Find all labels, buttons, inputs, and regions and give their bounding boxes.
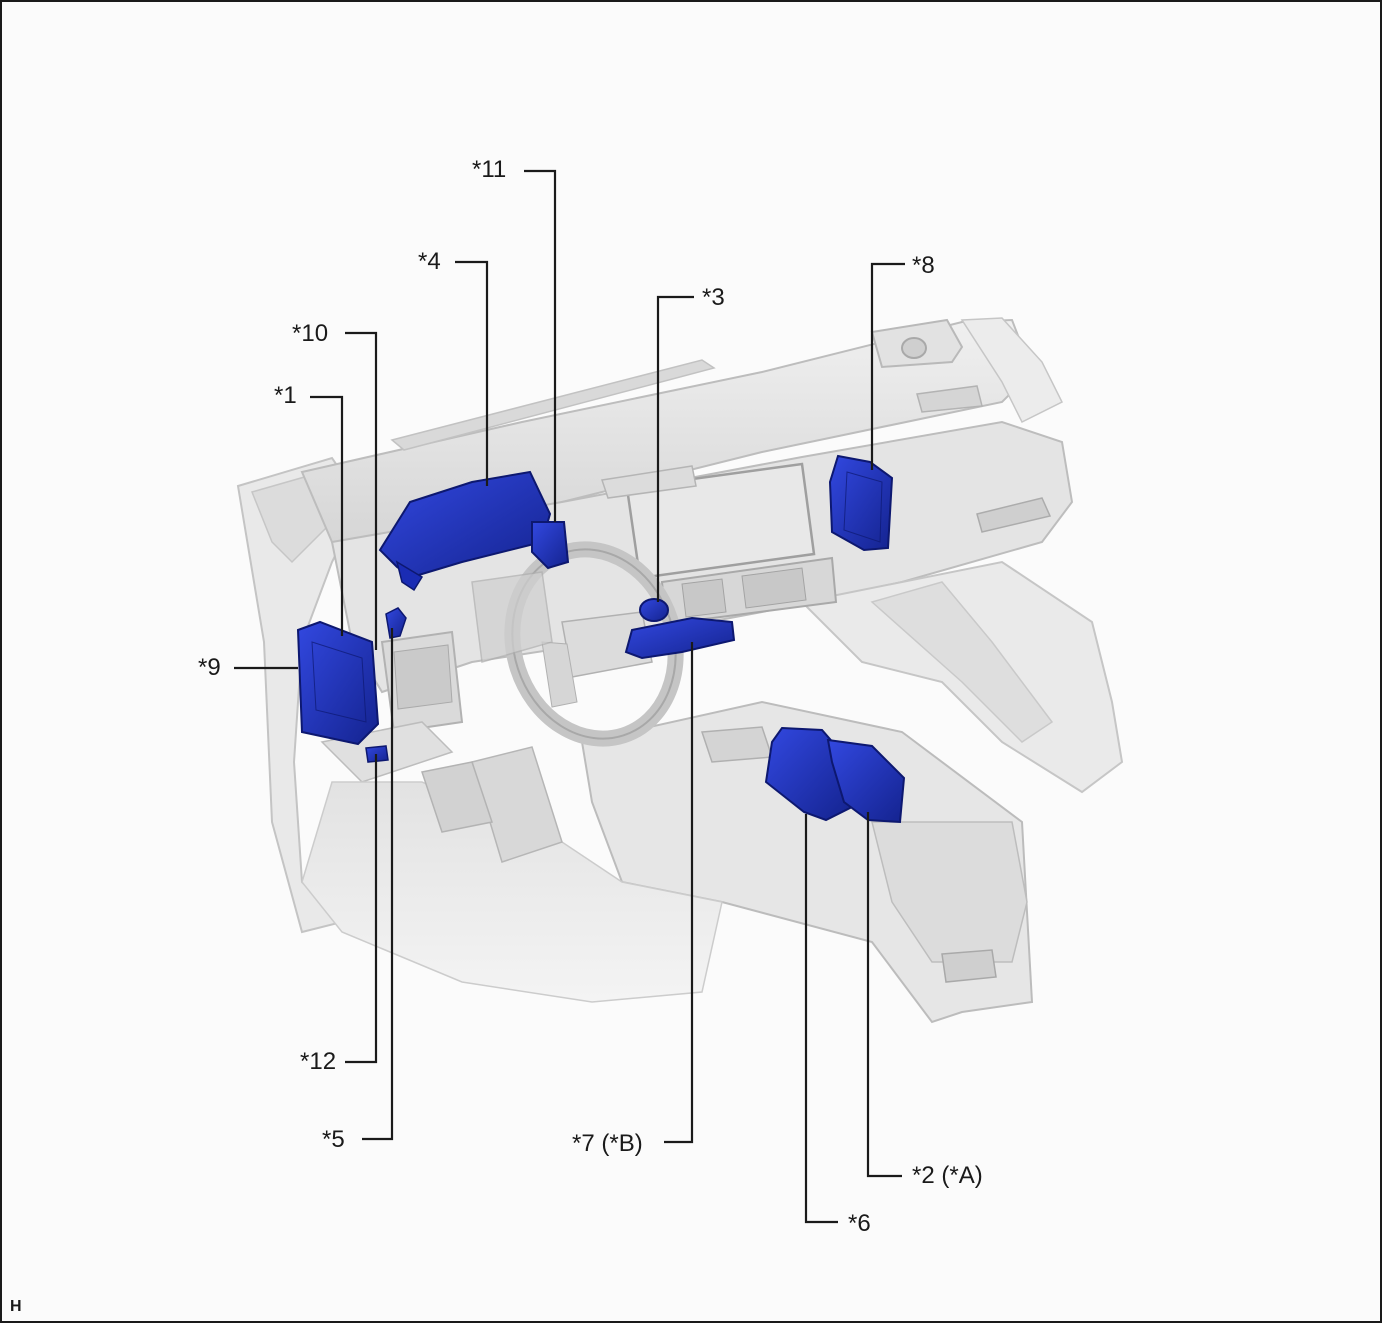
ecu-left-component xyxy=(296,620,380,746)
console-ecu-component xyxy=(826,738,906,824)
bracket-component xyxy=(531,521,570,570)
floor-area xyxy=(301,746,723,1003)
callout-8: *8 xyxy=(912,252,935,279)
leader-5 xyxy=(362,628,394,1141)
leader-1 xyxy=(310,395,344,636)
ecu-right-component xyxy=(828,454,894,552)
leader-lines xyxy=(234,169,905,1224)
callout-1: *1 xyxy=(274,382,297,409)
callout-11: *11 xyxy=(472,156,507,183)
callout-7: *7 (*B) xyxy=(572,1130,643,1157)
leader-6 xyxy=(804,814,838,1224)
leader-10 xyxy=(345,331,378,650)
leader-12 xyxy=(345,754,378,1064)
leader-8 xyxy=(870,262,905,470)
sensor-component xyxy=(639,598,669,622)
highlighted-components xyxy=(296,454,906,824)
center-display xyxy=(601,462,838,626)
callout-6: *6 xyxy=(848,1210,871,1237)
callout-10: *10 xyxy=(292,320,329,347)
callout-4: *4 xyxy=(418,248,441,275)
callout-9: *9 xyxy=(198,654,221,681)
callout-3: *3 xyxy=(702,284,725,311)
callout-12: *12 xyxy=(300,1048,337,1075)
corner-mark: H xyxy=(10,1298,22,1315)
callout-5: *5 xyxy=(322,1126,345,1153)
leader-4 xyxy=(455,260,489,486)
callout-2: *2 (*A) xyxy=(912,1162,983,1189)
leader-11 xyxy=(524,169,557,522)
leader-7 xyxy=(664,642,694,1144)
switch-assembly-component xyxy=(624,616,736,660)
leader-3 xyxy=(656,295,694,602)
leader-2 xyxy=(866,812,902,1178)
